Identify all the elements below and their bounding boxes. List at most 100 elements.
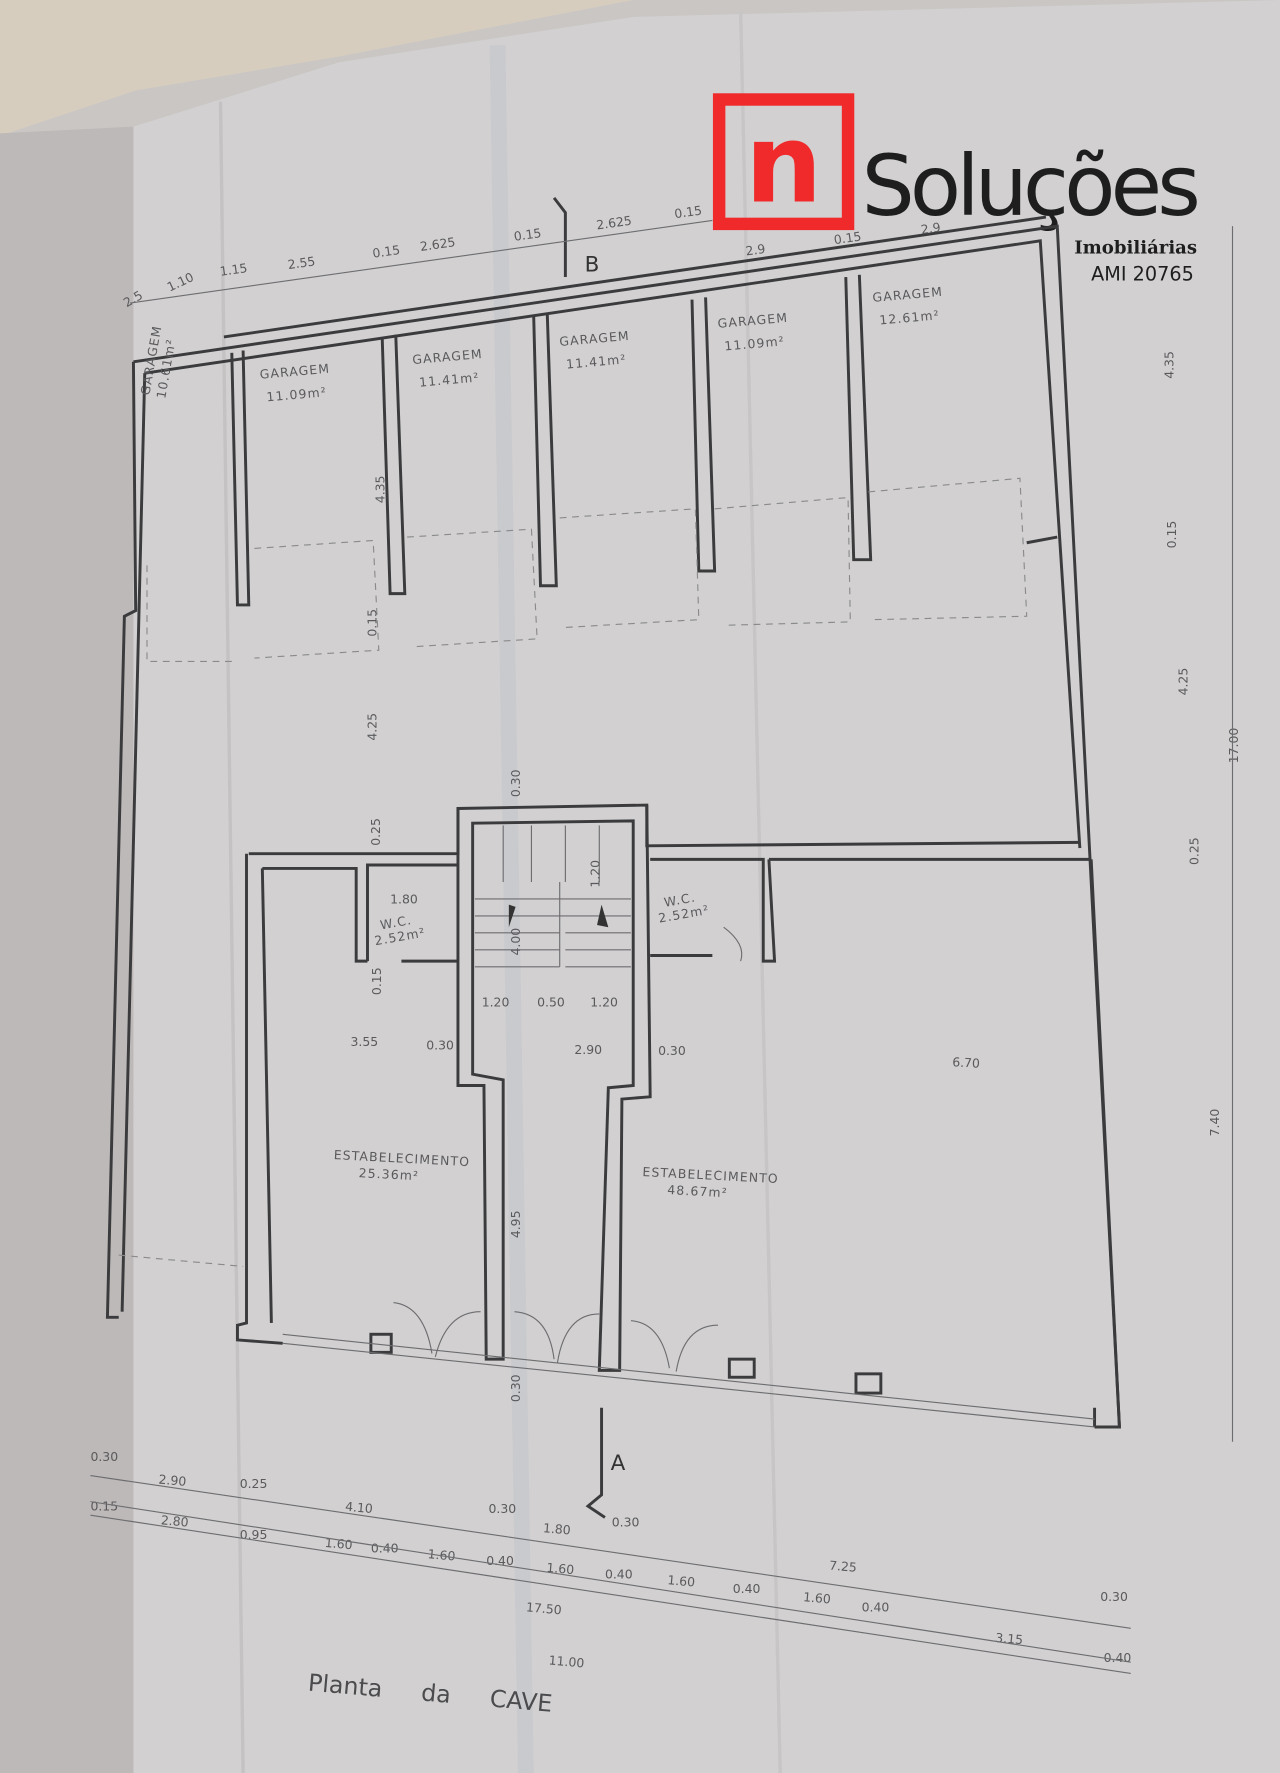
- dimension-bottom-row2: 0.15: [90, 1499, 118, 1514]
- dimension-interior: 1.80: [390, 891, 418, 906]
- dimension-bottom-row2: 3.15: [995, 1630, 1024, 1647]
- dimension-top: 2.9: [920, 219, 942, 237]
- dimension-bottom-row2: 0.40: [371, 1541, 399, 1556]
- dimension-interior: 1.20: [482, 994, 510, 1009]
- garage-area: 11.09m²: [724, 333, 786, 353]
- parking-bays: [118, 477, 1028, 1267]
- dimension-interior: 0.30: [658, 1043, 686, 1058]
- dimension-top: 1.15: [219, 260, 248, 279]
- dimension-line: [90, 1514, 1131, 1675]
- dimension-interior: 0.30: [508, 769, 523, 797]
- wc-label: W.C.: [663, 889, 697, 909]
- garage-label: GARAGEM: [259, 361, 331, 382]
- dimension-bottom-row1: 0.30: [90, 1449, 118, 1464]
- doors: [393, 926, 743, 1372]
- dimension-line: [90, 1501, 1131, 1663]
- garage-label: GARAGEM: [559, 328, 631, 349]
- dimension-right: 0.15: [1164, 521, 1179, 549]
- dimension-interior: 3.55: [351, 1034, 379, 1049]
- dimension-top: 2.9: [745, 241, 767, 259]
- dimension-right: 7.40: [1207, 1109, 1222, 1137]
- dimension-top: 2.625: [595, 213, 632, 233]
- dimension-bottom-row1: 0.30: [1100, 1589, 1128, 1604]
- dimension-bottom-row1: 1.80: [542, 1520, 571, 1537]
- garage-area: 11.09m²: [266, 384, 328, 404]
- paper-sheet: [133, 0, 1280, 1773]
- dimension-bottom-row2: 1.60: [803, 1589, 832, 1606]
- dimension-interior: 4.35: [372, 476, 387, 504]
- dimension-interior: 0.30: [508, 1374, 523, 1402]
- dimension-right: 17.00: [1226, 728, 1241, 764]
- dimension-interior: 0.25: [368, 818, 383, 846]
- dimension-interior: 6.70: [952, 1054, 981, 1070]
- dimension-interior: 2.90: [574, 1042, 602, 1057]
- dimension-bottom-row2: 1.60: [324, 1535, 353, 1552]
- dimension-bottom-row2: 0.40: [605, 1567, 633, 1582]
- dimension-bottom-row1: 2.90: [158, 1472, 187, 1489]
- dimension-bottom-row2: 0.40: [733, 1581, 761, 1596]
- shop-label: ESTABELECIMENTO: [642, 1164, 779, 1186]
- garage-area: 11.41m²: [418, 369, 480, 389]
- logo-frame: [712, 93, 855, 231]
- dimension-interior: 4.00: [508, 928, 523, 956]
- dimension-bottom-row2: 0.95: [240, 1527, 268, 1542]
- stair-arrow-down-icon: [508, 904, 516, 928]
- dimension-interior: 0.30: [426, 1037, 454, 1052]
- wc-label: W.C.: [379, 912, 413, 932]
- dimension-bottom-row1: 4.10: [345, 1499, 374, 1516]
- shop-area: 25.36m²: [358, 1165, 419, 1183]
- walls: [105, 215, 1121, 1429]
- dimension-interior: 1.20: [587, 860, 602, 888]
- dimension-interior: 4.95: [508, 1210, 523, 1238]
- dimension-right: 0.25: [1187, 837, 1202, 865]
- section-mark-label: B: [585, 252, 600, 277]
- dimension-line: [90, 1475, 1131, 1629]
- dimension-bottom-row2: 0.40: [862, 1599, 890, 1614]
- section-marker-a: A: [585, 1407, 626, 1519]
- dimension-interior: 4.25: [365, 713, 380, 741]
- dimension-totals: 17.50: [526, 1599, 563, 1617]
- dimension-right: 4.25: [1175, 668, 1190, 696]
- garage-area: 11.41m²: [565, 351, 627, 371]
- dimension-bottom-row2: 0.40: [1104, 1650, 1132, 1665]
- logo-subtitle: Imobiliárias: [1074, 237, 1197, 258]
- table-surface: [0, 0, 634, 136]
- dimension-bottom-row2: 1.60: [427, 1546, 456, 1563]
- dimension-top: 0.15: [371, 242, 400, 261]
- stair-arrow-up-icon: [597, 904, 609, 928]
- garage-area: 12.61m²: [879, 307, 941, 327]
- dimension-bottom-row1: 7.25: [829, 1558, 858, 1575]
- dimension-bottom-row2: 1.60: [667, 1572, 696, 1589]
- logo-license: AMI 20765: [1091, 262, 1194, 285]
- dimension-line: [129, 219, 713, 304]
- dimension-interior: 0.50: [537, 994, 565, 1009]
- staircase: [474, 825, 631, 968]
- shop-area: 48.67m²: [667, 1182, 728, 1200]
- dimension-bottom-row1: 0.30: [488, 1501, 516, 1516]
- shop-label: ESTABELECIMENTO: [333, 1147, 470, 1169]
- paper-fold-line: [218, 101, 245, 1773]
- dimension-bottom-row2: 2.80: [160, 1512, 189, 1529]
- garage-label: GARAGEM: [412, 346, 484, 367]
- dimension-interior: 1.20: [590, 994, 618, 1009]
- garage-label: GARAGEM: [717, 310, 789, 331]
- dimension-bottom-row2: 0.40: [486, 1553, 514, 1568]
- dimension-top: 0.15: [513, 225, 542, 244]
- section-marker-b: B: [552, 196, 600, 277]
- paper-fold-line: [738, 11, 782, 1773]
- section-mark-label: A: [611, 1451, 626, 1476]
- dimension-interior: 0.15: [369, 967, 384, 995]
- dimension-top: 0.15: [673, 202, 702, 221]
- dimension-top: 2.625: [419, 234, 456, 254]
- dimension-totals: 11.00: [548, 1652, 585, 1670]
- dimension-interior: 0.15: [365, 609, 380, 637]
- dimension-bottom-row1: 0.25: [240, 1476, 268, 1491]
- garage-label: GARAGEM: [872, 284, 944, 305]
- dimension-right: 4.35: [1162, 351, 1177, 379]
- dimension-bottom-row1: 0.30: [612, 1514, 640, 1529]
- dimension-top: 2.55: [287, 253, 316, 272]
- logo-letter: n: [745, 100, 822, 227]
